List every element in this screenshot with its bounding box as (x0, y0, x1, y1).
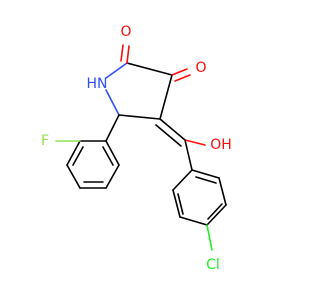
fluorine-label: F (41, 133, 49, 149)
oxygen-label-right: O (195, 60, 206, 76)
bond-c3-c4 (159, 74, 173, 120)
chlorophenyl-bond-4 (206, 204, 227, 226)
bond-n-c2 (105, 62, 128, 79)
bond-c4-c-enol-a (159, 118, 186, 141)
chlorophenyl-ring (172, 169, 227, 251)
chlorophenyl-bond-1 (172, 169, 193, 191)
chlorophenyl-bond-2 (172, 189, 181, 218)
bond-enol-aryl (184, 139, 193, 171)
bond-c2-o-b (120, 44, 124, 62)
bond-c3-o-a (171, 68, 188, 76)
fluorophenyl-bond-6 (105, 140, 120, 166)
nitrogen-label: H​N (87, 76, 108, 92)
bond-c5-n (105, 89, 120, 116)
bond-c2-c3 (126, 62, 173, 76)
bond-c3-o-b (174, 74, 191, 82)
oxygen-label-top: O (120, 24, 131, 40)
fluorophenyl-ring (55, 114, 120, 189)
fluorophenyl-inner-3 (102, 146, 114, 166)
chlorophenyl-inner-3 (195, 176, 217, 184)
fluorophenyl-bond-3 (66, 164, 81, 189)
chlorine-label: Cl (206, 257, 220, 273)
fluorophenyl-bond-5 (105, 164, 120, 189)
bond-c4-c5 (118, 114, 161, 120)
chlorophenyl-bond-3 (179, 216, 208, 226)
bond-enol-oh (184, 139, 206, 146)
pyrrolidine-ring (105, 62, 173, 120)
bond-c4-c-enol-b (155, 124, 182, 147)
fluorophenyl-bond-2 (66, 140, 81, 166)
chlorophenyl-inner-1 (177, 193, 184, 215)
hydroxyl-label: OH (210, 137, 232, 153)
fluorophenyl-inner-1 (72, 146, 84, 166)
bond-c5-aryl (105, 114, 120, 142)
carbonyl-groups (120, 44, 191, 82)
chlorophenyl-inner-2 (207, 203, 223, 220)
enol-group (155, 118, 206, 171)
chemical-structure-diagram: O O H​N OH F Cl (41, 24, 232, 273)
bond-aryl-cl (206, 224, 213, 251)
bond-c2-o-a (126, 45, 130, 64)
atom-labels: O O H​N OH F Cl (41, 24, 232, 273)
chlorophenyl-bond-6 (191, 169, 220, 179)
chlorophenyl-bond-5 (218, 177, 227, 206)
